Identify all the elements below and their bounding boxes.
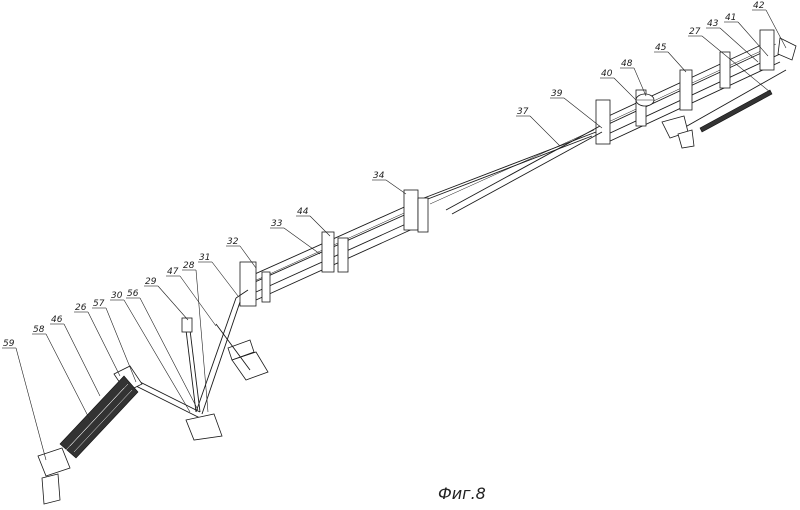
label-32: 32 (227, 237, 239, 247)
label-34: 34 (373, 171, 385, 181)
label-27: 27 (689, 27, 701, 37)
label-44: 44 (297, 207, 309, 217)
label-56: 56 (127, 289, 139, 299)
label-39: 39 (551, 89, 563, 99)
label-48: 48 (621, 59, 633, 69)
middle-frame-section (239, 189, 429, 307)
label-33: 33 (271, 219, 283, 229)
label-40: 40 (601, 69, 613, 79)
diagonal-straps (419, 125, 603, 215)
label-29: 29 (145, 277, 157, 287)
label-37: 37 (517, 107, 529, 117)
reference-labels: 42 43 41 27 45 48 40 39 37 34 44 33 32 3… (3, 1, 765, 349)
label-59: 59 (3, 339, 15, 349)
side-bracket (215, 323, 269, 381)
upper-frame-section (595, 29, 797, 149)
label-31: 31 (199, 253, 210, 263)
label-43: 43 (707, 19, 719, 29)
label-42: 42 (753, 1, 765, 11)
label-46: 46 (51, 315, 63, 325)
label-47: 47 (167, 267, 179, 277)
leader-lines (2, 9, 787, 461)
support-cables (181, 289, 249, 415)
label-45: 45 (655, 43, 667, 53)
label-26: 26 (75, 303, 87, 313)
figure-caption: Фиг.8 (438, 484, 486, 503)
label-57: 57 (93, 299, 105, 309)
label-30: 30 (111, 291, 123, 301)
label-41: 41 (725, 13, 736, 23)
lower-left-unit (37, 365, 223, 505)
label-58: 58 (33, 325, 45, 335)
label-28: 28 (183, 261, 195, 271)
